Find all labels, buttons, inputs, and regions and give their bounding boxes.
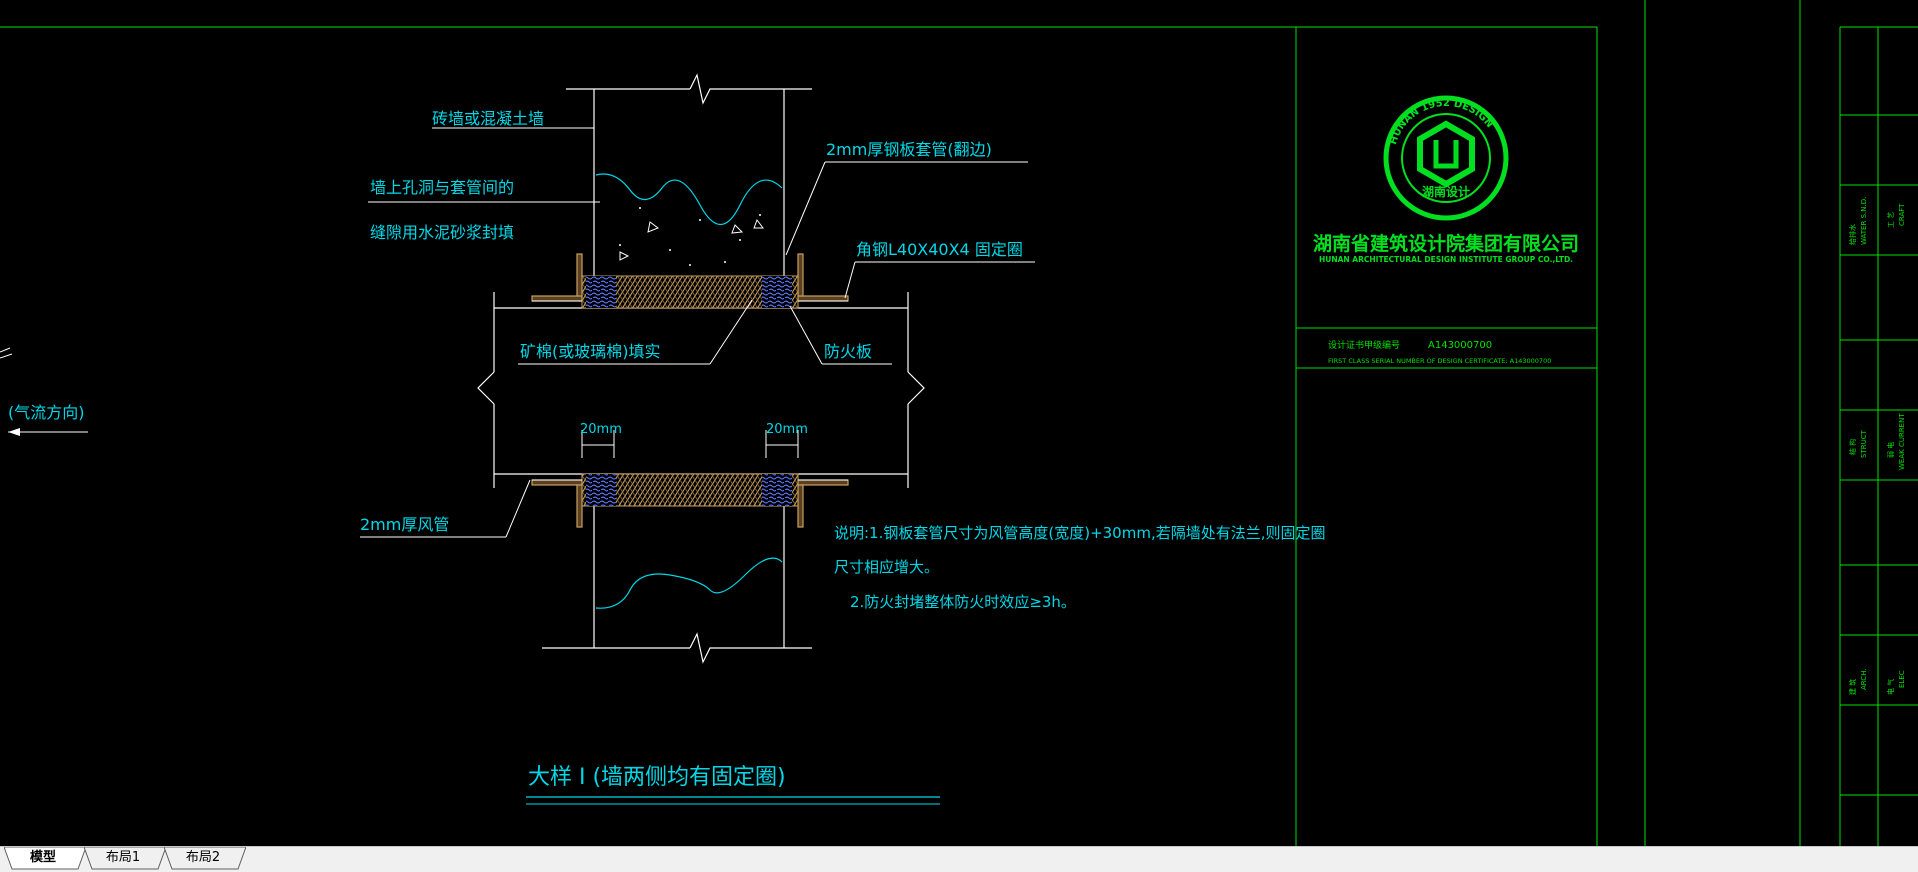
sign-row3-cn: 建 筑: [1848, 679, 1857, 695]
label-angle-steel: 角钢L40X40X4 固定圈: [856, 240, 1023, 259]
sign-row3-en: ARCH.: [1860, 668, 1868, 690]
tab-layout2[interactable]: 布局2: [164, 847, 246, 870]
label-gap-line2: 缝隙用水泥砂浆封填: [370, 223, 514, 242]
label-dim-left: 20mm: [580, 422, 622, 437]
note-line1: 说明:1.钢板套管尺寸为风管高度(宽度)+30mm,若隔墙处有法兰,则固定圈: [834, 524, 1326, 542]
sign-row1b-en: CRAFT: [1898, 203, 1906, 226]
label-dim-right: 20mm: [766, 422, 808, 437]
cad-drawing-canvas[interactable]: 砖墙或混凝土墙 墙上孔洞与套管间的 缝隙用水泥砂浆封填 2mm厚钢板套管(翻边)…: [0, 0, 1918, 846]
sign-row3b-en: ELEC: [1898, 670, 1906, 688]
detail-title: 大样 I (墙两侧均有固定圈): [528, 765, 786, 790]
tab-shape: [84, 847, 166, 870]
company-name-cn: 湖南省建筑设计院集团有限公司: [1313, 232, 1579, 255]
tab-shape: [164, 847, 246, 870]
tab-label: 布局2: [185, 850, 221, 865]
seal-logo-icon: [1417, 120, 1475, 188]
note-line2: 尺寸相应增大。: [834, 558, 939, 576]
tab-model[interactable]: 模型: [4, 847, 86, 870]
label-mineral-wool: 矿棉(或玻璃棉)填实: [520, 342, 661, 361]
sign-row2-cn: 结 构: [1848, 439, 1857, 455]
label-airflow: (气流方向): [8, 403, 85, 422]
tab-layout1[interactable]: 布局1: [84, 847, 166, 870]
tab-label: 模型: [29, 850, 56, 865]
tab-label: 布局1: [105, 850, 141, 865]
tab-shape: [4, 847, 86, 870]
label-wall: 砖墙或混凝土墙: [432, 109, 544, 128]
label-duct: 2mm厚风管: [360, 515, 449, 534]
sign-row2b-en: WEAK CURRENT: [1898, 413, 1906, 470]
cert-label-cn: 设计证书甲级编号: [1328, 339, 1400, 351]
cert-number: A143000700: [1428, 340, 1492, 351]
sign-row2-en: STRUCT: [1860, 429, 1868, 458]
drawing-viewport[interactable]: 砖墙或混凝土墙 墙上孔洞与套管间的 缝隙用水泥砂浆封填 2mm厚钢板套管(翻边)…: [0, 0, 1918, 846]
note-line3: 2.防火封堵整体防火时效应≥3h。: [850, 593, 1076, 611]
drawing-frame: [0, 0, 1918, 846]
cert-label-en: FIRST CLASS SERIAL NUMBER OF DESIGN CERT…: [1328, 357, 1551, 365]
fire-seal-detail: [0, 73, 1035, 805]
seal-inner-text: 湖南设计: [1422, 184, 1470, 199]
label-gap-line1: 墙上孔洞与套管间的: [370, 178, 514, 197]
layout-tab-bar: 模型 布局1 布局2: [0, 846, 1918, 872]
sign-row3b-cn: 电 气: [1886, 679, 1895, 695]
sign-row1b-cn: 工 艺: [1887, 212, 1895, 228]
company-name-en: HUNAN ARCHITECTURAL DESIGN INSTITUTE GRO…: [1319, 255, 1573, 264]
sign-row1-cn: 给排水: [1848, 224, 1857, 245]
sign-row2b-cn: 弱 电: [1886, 442, 1895, 458]
label-fire-board: 防火板: [824, 342, 872, 361]
company-seal: HUNAN 1952 DESIGN 湖南设计: [1383, 95, 1509, 221]
sign-row1-en: WATER S.N.D.: [1860, 197, 1868, 245]
label-steel-sleeve: 2mm厚钢板套管(翻边): [826, 140, 992, 159]
